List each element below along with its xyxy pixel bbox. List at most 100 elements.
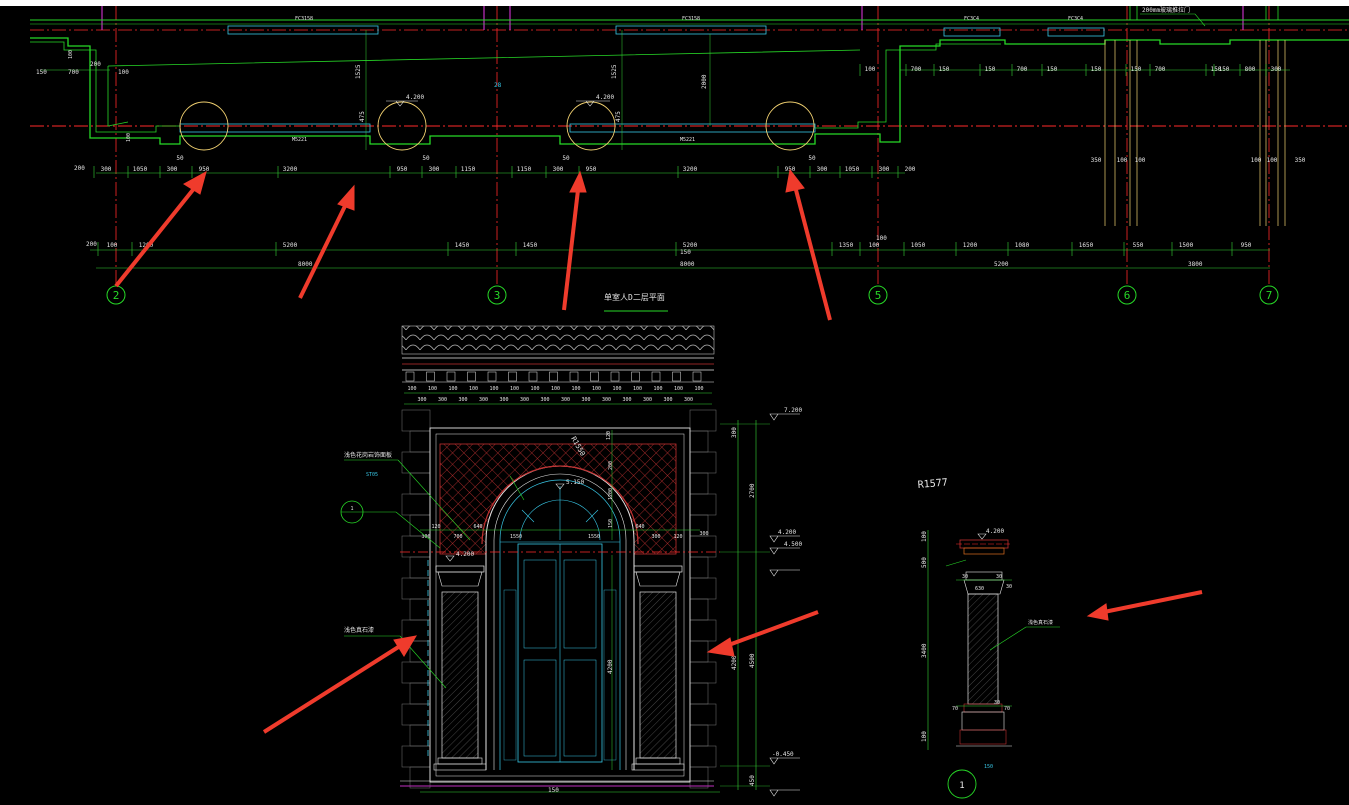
dim-text: 300 [499,397,508,403]
dim-text: 475 [359,111,366,122]
dim-text: 300 [622,397,631,403]
dim-text: 800 [1245,66,1256,73]
column-circle [765,101,815,151]
dim-text: 640 [635,524,644,530]
level-7200: 7.200 [769,407,802,421]
note-stone-paint: 浅色真石漆 [344,626,447,689]
dim-text: 300 [879,166,890,173]
dim-text: 150 [1211,66,1222,73]
dim-text: 300 [417,397,426,403]
section-tag: 1 [340,500,441,549]
dentil-block [590,371,599,382]
dim-text: 30 [962,574,968,580]
dim-text: 30 [996,574,1002,580]
column-circle [377,101,427,151]
dim-text: 300 [421,534,430,540]
dim-text: 8000 [298,261,313,268]
dim-text: 120 [606,431,612,440]
svg-text:4.500: 4.500 [784,541,802,548]
dim-text: 1550 [588,534,600,540]
stone-block [689,745,717,768]
dentil-block [631,371,640,382]
dim-text: 2700 [749,483,756,498]
dim-text: 120 [673,534,682,540]
dim-text: 1150 [461,166,476,173]
dim-text: 100 [407,386,416,392]
red-arrow-4 [785,168,832,321]
dim-text: 300 [553,166,564,173]
dim-text: 300 [520,397,529,403]
stone-block [689,577,717,600]
window-top-strip [0,0,1349,6]
axis-bubble-3: 3 [487,285,507,305]
stone-block [689,451,717,474]
dim-text: 700 [453,534,462,540]
dim-text: 120 [431,524,440,530]
dim-text: 30 [1006,584,1012,590]
stone-block [409,598,431,621]
dim-text: 1525 [611,64,618,79]
level-mark: 4.200 [456,551,474,558]
dim-text: 1525 [355,64,362,79]
note-granite: 浅色花岗岩饰面板 ST05 [344,451,471,541]
stone-block [409,556,431,579]
dim-text: 1350 [839,242,854,249]
stone-block [401,451,431,474]
svg-text:浅色花岗岩饰面板: 浅色花岗岩饰面板 [344,451,392,459]
red-arrow-6 [706,610,819,657]
dim-text: 950 [586,166,597,173]
plan-note-top: 200mm玻璃推拉门 [1142,6,1190,14]
red-arrow-2 [298,184,355,299]
column-detail: R1577 100 500 3400 100 30 630 30 30 70 3… [917,477,1060,799]
dim-text: 100 [865,66,876,73]
dim-text: 1080 [1015,242,1030,249]
dim-text: 100 [68,50,74,59]
axis-bubble-7: 7 [1259,285,1279,305]
door-label: M5221 [292,137,307,143]
dim-text: 300 [167,166,178,173]
dim-text: 100 [571,386,580,392]
dim-text: 1200 [963,242,978,249]
stone-block [401,703,431,726]
svg-text:浅色真石漆: 浅色真石漆 [344,626,374,634]
dim-text: 3200 [283,166,298,173]
svg-text:1: 1 [959,781,964,791]
dim-text: 3400 [921,643,928,658]
dim-text: 100 [489,386,498,392]
dim-text: 1050 [911,242,926,249]
dentil-block [610,371,620,382]
stone-block [689,682,709,705]
dentil-block [508,371,517,382]
stone-block [689,766,709,789]
column-circle [179,101,229,151]
stone-block [409,430,431,453]
dim-text: 100 [530,386,539,392]
dim-text: 700 [1017,66,1028,73]
column-shaft [967,593,999,705]
svg-text:4.200: 4.200 [778,529,796,536]
column-circle [566,101,616,151]
stone-block [689,724,709,747]
dim-text: 100 [674,386,683,392]
dentil-block [528,371,538,382]
dentil-block [446,371,456,382]
dim-text: 3200 [683,166,698,173]
dentil-block [549,371,558,382]
dim-text: 700 [1155,66,1166,73]
dim-text: 300 [561,397,570,403]
dentil-block [487,371,497,382]
dim-text: 70 [1004,706,1010,712]
dim-text: 630 [975,586,984,592]
dim-text: 100 [469,386,478,392]
red-arrow-7 [1086,590,1203,621]
stone-block [409,682,431,705]
dim-text: 100 [118,69,129,76]
dim-text: 200 [86,241,97,248]
svg-text:3: 3 [494,289,501,302]
detail-title: R1577 [917,477,948,491]
dim-text: 1150 [517,166,532,173]
